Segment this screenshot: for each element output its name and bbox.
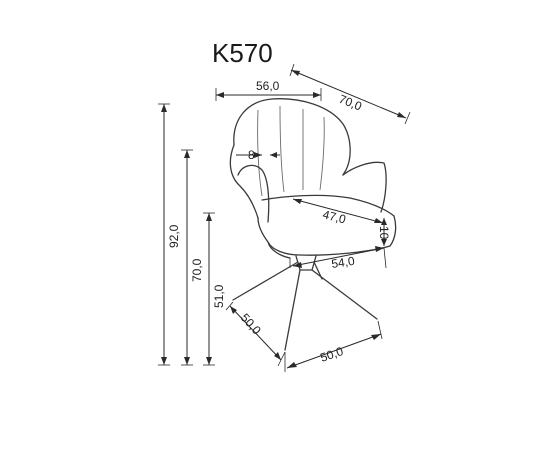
dim-width-56: 56,0 (215, 79, 322, 101)
dim-label-seat-thickness-10: 10 (377, 226, 391, 240)
dim-seat-width-54: 54,0 (289, 246, 387, 271)
right-armrest (342, 161, 387, 213)
dim-label-height-70: 70,0 (190, 258, 204, 282)
seat-underside (267, 241, 291, 259)
dim-label-depth-70: 70,0 (337, 92, 364, 114)
dim-label-height-92: 92,0 (167, 224, 181, 248)
seat-top (261, 194, 395, 217)
left-arm-pad (237, 164, 270, 223)
dim-height-92: 92,0 (158, 103, 181, 366)
dim-seat-depth-47: 47,0 (292, 198, 384, 227)
dim-base-depth-50: 50,0 (225, 301, 286, 367)
dim-label-base-width-50: 50,0 (318, 344, 345, 365)
back-seam-4 (319, 116, 325, 191)
back-seam-2 (279, 105, 285, 193)
leg-front-right (311, 269, 378, 320)
dim-label-height-51: 51,0 (212, 284, 226, 308)
seat-front (257, 215, 397, 256)
chair-illustration (229, 98, 397, 351)
dim-base-width-50: 50,0 (284, 320, 383, 372)
dim-height-51: 51,0 (203, 212, 226, 366)
leg-front-left (284, 269, 301, 351)
left-armrest (229, 144, 259, 219)
model-title: K570 (212, 38, 273, 68)
backrest-outline (233, 98, 351, 176)
leg-back-left (232, 261, 299, 301)
dim-seat-thickness-10: 10 (377, 218, 391, 246)
back-seam-1 (257, 109, 263, 197)
dim-label-stitch-8: 8 (248, 148, 255, 162)
dim-label-seat-depth-47: 47,0 (321, 207, 347, 226)
dim-depth-70: 70,0 (289, 63, 411, 125)
dim-height-70: 70,0 (181, 149, 204, 366)
dim-label-base-depth-50: 50,0 (238, 311, 264, 338)
dim-label-seat-width-54: 54,0 (330, 254, 355, 271)
dim-stitch-8: 8 (236, 148, 280, 162)
dim-label-width-56: 56,0 (256, 79, 280, 93)
